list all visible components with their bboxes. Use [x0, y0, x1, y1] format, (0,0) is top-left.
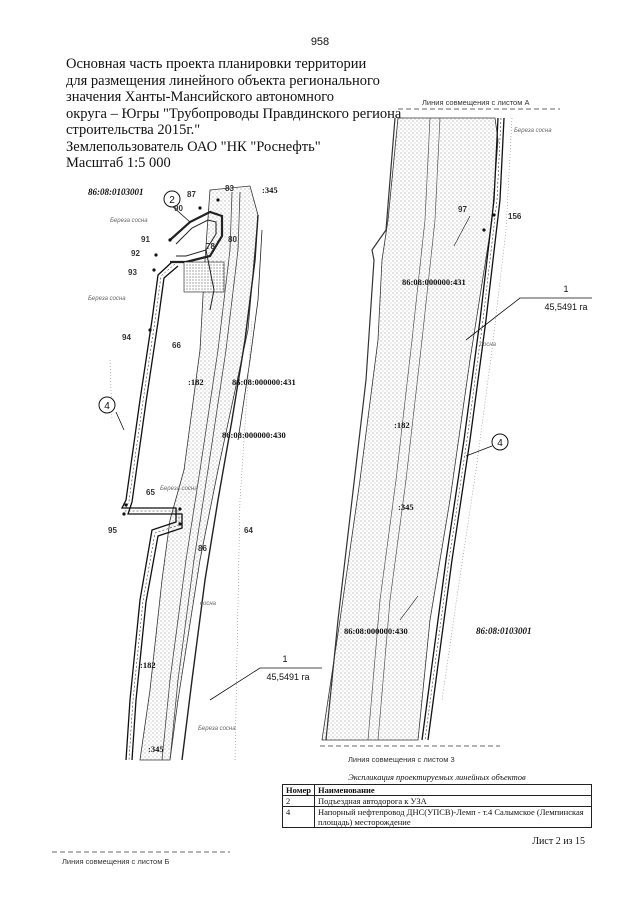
- zone-number: 1: [563, 284, 568, 294]
- parcel-label: :345: [148, 744, 164, 754]
- callout-1-leader: [209, 667, 322, 701]
- title-line: для размещения линейного объекта региона…: [66, 72, 380, 89]
- map-scale: Масштаб 1:5 000: [66, 155, 171, 171]
- forest-note: Береза сосна: [198, 726, 236, 732]
- parcel-label: :345: [398, 502, 414, 512]
- legend-row-name: Подъездная автодорога к УЗА: [314, 795, 592, 807]
- road-edge-line: [377, 117, 441, 741]
- legend-header-name: Наименование: [314, 784, 592, 796]
- callout-1-leader: [465, 297, 592, 341]
- legend-row: 2 Подъездная автодорога к УЗА: [282, 795, 592, 807]
- turning-point-label: 92: [131, 249, 140, 258]
- object-4-marker: 4: [491, 433, 509, 451]
- object-2-marker: 2: [163, 190, 181, 208]
- turning-point-label: 97: [458, 205, 467, 214]
- document-title: Основная часть проекта планировки террит…: [66, 56, 406, 172]
- legend-row-name: Напорный нефтепровод ДНС(УПСВ)-Лемп - т.…: [314, 806, 592, 828]
- pipeline-4-left: [120, 261, 183, 761]
- match-line-sheet-3-label: Линия совмещения с листом 3: [348, 755, 455, 764]
- turning-point-label: 64: [244, 526, 253, 535]
- match-line-sheet-a-label: Линия совмещения с листом А: [422, 98, 529, 107]
- turning-point-label: 86: [198, 544, 207, 553]
- turning-point-label: 90: [174, 204, 183, 213]
- road-edge-line: [161, 191, 233, 761]
- title-line: строительства 2015г.": [66, 122, 201, 138]
- turning-point-label: 93: [128, 268, 137, 277]
- zone-number: 1: [282, 654, 287, 664]
- title-line: Основная часть проекта планировки террит…: [66, 56, 367, 72]
- object-number: 2: [169, 195, 175, 206]
- turning-point-label: 65: [146, 488, 155, 497]
- object-number: 4: [104, 401, 110, 412]
- page-number: 958: [310, 36, 330, 48]
- right-map-fragment: [321, 117, 592, 741]
- turning-point-label: 95: [108, 526, 117, 535]
- legend: Экспликация проектируемых линейных объек…: [282, 772, 592, 828]
- left-map-fragment: [109, 185, 322, 761]
- legend-row-number: 2: [282, 795, 315, 807]
- parcel-label: :182: [140, 660, 156, 670]
- parcel-label: :182: [188, 377, 204, 387]
- forest-note: Береза сосна: [88, 296, 126, 302]
- turning-point-label: 91: [141, 235, 150, 244]
- turning-point-label: 83: [225, 184, 234, 193]
- allotment-boundary: [237, 229, 263, 441]
- zone-area: 45,5491 га: [266, 672, 309, 682]
- legend-caption: Экспликация проектируемых линейных объек…: [348, 772, 526, 782]
- cadastral-parcel-label: 86:08:000000:431: [402, 277, 466, 287]
- cadastral-quarter-label: 86:08:0103001: [88, 187, 144, 197]
- sheet-number: Лист 2 из 15: [532, 836, 585, 847]
- cadastral-parcel-label: 86:08:000000:430: [222, 430, 286, 440]
- cadastral-quarter-label: 86:08:0103001: [476, 626, 532, 636]
- forest-note: сосна: [480, 342, 497, 348]
- forest-note: сосна: [200, 601, 217, 607]
- forest-note: Береза сосна: [514, 128, 552, 134]
- parcel-label: :182: [394, 420, 410, 430]
- pipeline-4-right: [421, 117, 505, 741]
- object-number: 4: [497, 438, 503, 449]
- title-line: значения Ханты-Мансийского автономного: [66, 89, 335, 105]
- title-line: округа – Югры "Трубопроводы Правдинского…: [66, 105, 402, 122]
- forest-note: Береза сосна: [160, 486, 198, 492]
- match-line-sheet-b-label: Линия совмещения с листом Б: [62, 857, 169, 866]
- road-2-junction: [169, 210, 225, 311]
- corridor-boundary: [325, 117, 396, 741]
- turning-point-label: 87: [187, 190, 196, 199]
- turning-point-label: 94: [122, 333, 131, 342]
- cadastral-parcel-label: 86:08:000000:431: [232, 377, 296, 387]
- legend-header-number: Номер: [282, 784, 315, 796]
- object-4-marker: 4: [98, 396, 116, 414]
- road-edge-line: [169, 191, 241, 761]
- legend-table: Номер Наименование 2 Подъездная автодоро…: [282, 784, 592, 828]
- legend-row-number: 4: [282, 806, 315, 828]
- forest-note: Береза сосна: [110, 218, 148, 224]
- cadastral-parcel-label: 86:08:000000:430: [344, 626, 408, 636]
- legend-header-row: Номер Наименование: [282, 784, 592, 796]
- parcel-label: :345: [262, 185, 278, 195]
- road-edge-line: [367, 117, 431, 741]
- turning-point-label: 66: [172, 341, 181, 350]
- turning-point-label: 80: [228, 235, 237, 244]
- allotment-boundary: [181, 214, 259, 761]
- turning-point-label: 156: [508, 212, 522, 221]
- turning-point-label: 78: [206, 242, 215, 251]
- zone-area: 45,5491 га: [544, 302, 587, 312]
- legend-row: 4 Напорный нефтепровод ДНС(УПСВ)-Лемп - …: [282, 806, 592, 828]
- land-user: Землепользователь ОАО "НК "Роснефть": [66, 138, 321, 155]
